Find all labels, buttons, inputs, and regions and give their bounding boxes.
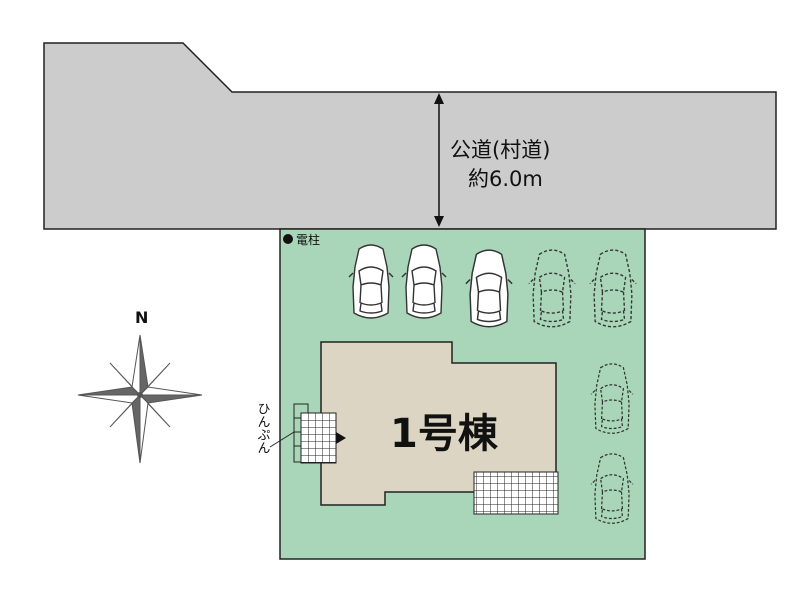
entrance-arrow-icon [336, 432, 346, 444]
public-road [43, 42, 777, 230]
building-1 [320, 341, 559, 515]
road-width-label: 約6.0m [468, 167, 543, 191]
entrance-area [293, 403, 346, 464]
utility-pole-label: 電柱 [296, 232, 320, 247]
road-name-label: 公道(村道) [450, 138, 550, 162]
parking-solid [348, 244, 513, 328]
compass-rose: N [77, 308, 203, 464]
compass-icon [77, 334, 203, 464]
building-label: 1号棟 [390, 411, 499, 457]
road-width-dimension [434, 93, 444, 227]
hinpun-leader [269, 431, 295, 448]
utility-pole [283, 234, 293, 244]
deck-grid [473, 471, 559, 515]
utility-pole-icon [283, 234, 293, 244]
hinpun-label: ひんぷん [255, 402, 271, 454]
north-label: N [135, 308, 148, 327]
porch-grid [300, 412, 337, 464]
